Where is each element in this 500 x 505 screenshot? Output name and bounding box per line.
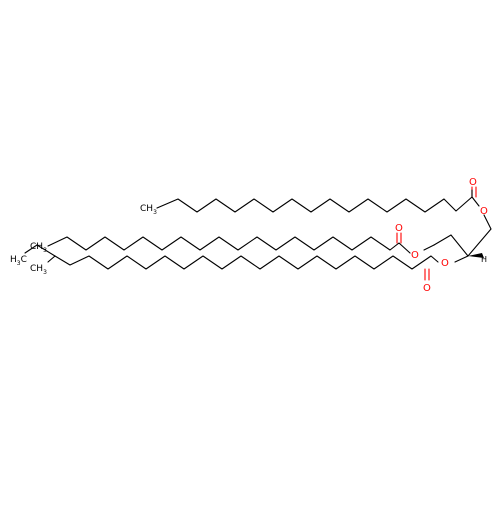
oxygen-ester-1: O [480, 206, 488, 217]
branch-ethyl-2 [36, 244, 56, 257]
chain-1-bonds [156, 196, 480, 213]
acyl-chain-1 [156, 186, 480, 213]
oxygen-ester-3: O [441, 258, 449, 269]
ch3-label-branch: CH3 [30, 264, 47, 276]
branch-ethyl-1 [24, 244, 38, 254]
backbone-to-o1 [483, 214, 492, 230]
backbone-to-o3 [454, 255, 469, 263]
acyl-chain-3 [24, 244, 439, 281]
hydrogen-stereocenter: H [481, 255, 487, 264]
oxygen-carbonyl-3: O [423, 283, 431, 294]
branch-methyl [47, 255, 56, 263]
h3c-label-chain-3: H3C [10, 255, 27, 267]
acyl-chain-2 [47, 232, 411, 254]
ch3-label-chain-1: CH3 [140, 204, 157, 216]
oxygen-carbonyl-2: O [395, 223, 403, 234]
backbone-to-o2 [423, 244, 435, 251]
chain-2-bonds [47, 236, 411, 254]
wedge-bond [468, 253, 484, 258]
backbone-bonds [433, 228, 492, 257]
oxygen-carbonyl-1: O [469, 177, 477, 188]
ch3-label-chain-2: CH3 [30, 242, 47, 254]
glycerol-backbone [423, 214, 492, 263]
oxygen-ester-2: O [411, 250, 419, 261]
chain-3-bonds [54, 255, 439, 270]
